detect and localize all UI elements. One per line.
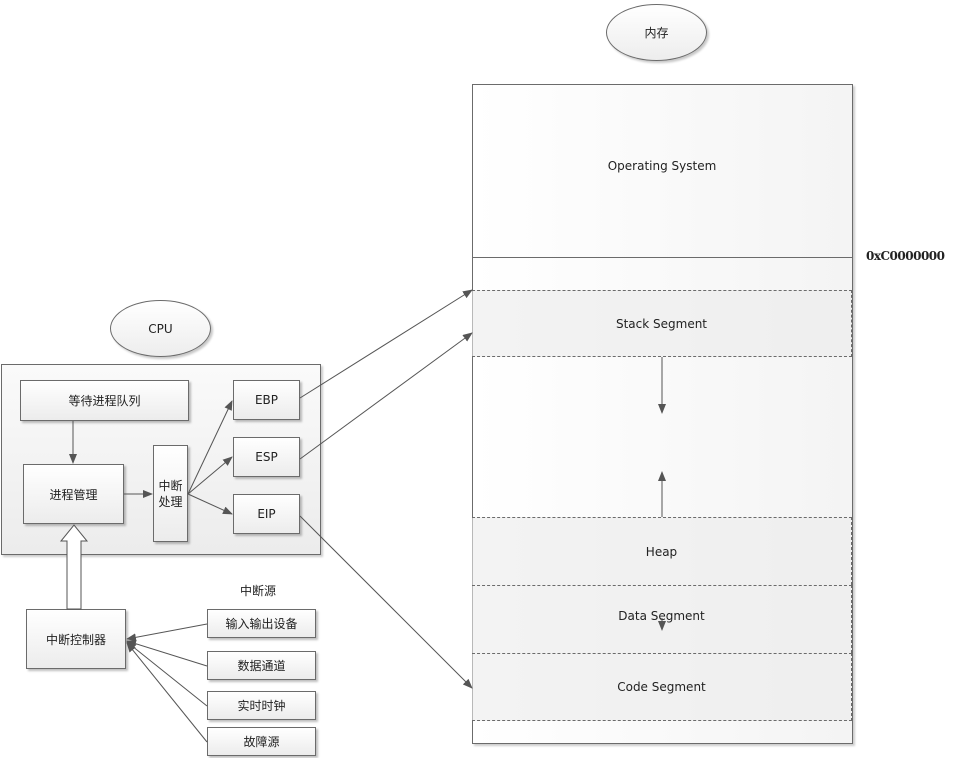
stack-segment: Stack Segment bbox=[472, 290, 852, 357]
handler-to-eip-arrow bbox=[187, 493, 233, 515]
ebp-to-stack-arrow bbox=[299, 289, 473, 399]
interrupt-handler-box: 中断处理 bbox=[153, 445, 188, 542]
cpu-title-label: CPU bbox=[148, 321, 173, 336]
channel-to-controller-arrow bbox=[126, 639, 208, 667]
eip-register: EIP bbox=[233, 494, 300, 534]
io-to-controller-arrow bbox=[126, 623, 208, 642]
kernel-boundary-address: 0xC0000000 bbox=[866, 249, 945, 263]
code-segment-label: Code Segment bbox=[617, 680, 706, 694]
clock-to-controller-arrow bbox=[126, 641, 208, 707]
interrupt-source-fault: 故障源 bbox=[207, 727, 316, 756]
esp-register-label: ESP bbox=[255, 450, 278, 464]
eip-to-code-arrow bbox=[299, 515, 473, 689]
data-segment-label: Data Segment bbox=[618, 608, 705, 623]
interrupt-source-channel-label: 数据通道 bbox=[237, 659, 286, 673]
os-segment-label: Operating System bbox=[607, 159, 717, 173]
ebp-register-label: EBP bbox=[254, 393, 279, 407]
esp-register: ESP bbox=[233, 437, 300, 477]
controller-to-process-block-arrow bbox=[59, 524, 89, 610]
ebp-register: EBP bbox=[233, 380, 300, 420]
interrupt-source-clock: 实时时钟 bbox=[207, 691, 316, 720]
process-management-box: 进程管理 bbox=[23, 464, 124, 524]
process-management-label: 进程管理 bbox=[49, 487, 98, 502]
interrupt-sources-title: 中断源 bbox=[239, 584, 276, 598]
memory-title-label: 内存 bbox=[644, 26, 669, 40]
interrupt-controller-label: 中断控制器 bbox=[45, 632, 106, 647]
handler-to-esp-arrow bbox=[187, 456, 233, 495]
interrupt-source-clock-label: 实时时钟 bbox=[237, 699, 286, 713]
interrupt-source-io: 输入输出设备 bbox=[207, 609, 316, 638]
stack-segment-label: Stack Segment bbox=[615, 316, 708, 331]
memory-title: 内存 bbox=[606, 4, 707, 61]
cpu-title: CPU bbox=[110, 300, 211, 357]
code-segment: Code Segment bbox=[472, 653, 852, 721]
heap-segment: Heap bbox=[472, 517, 852, 585]
eip-register-label: EIP bbox=[257, 507, 276, 521]
process-queue-label: 等待进程队列 bbox=[68, 394, 141, 408]
interrupt-source-io-label: 输入输出设备 bbox=[225, 617, 298, 631]
process-queue-box: 等待进程队列 bbox=[20, 380, 189, 421]
interrupt-source-fault-label: 故障源 bbox=[243, 735, 280, 749]
interrupt-controller-box: 中断控制器 bbox=[26, 609, 126, 669]
fault-to-controller-arrow bbox=[126, 642, 208, 743]
os-segment: Operating System bbox=[472, 85, 852, 258]
interrupt-handler-label: 中断处理 bbox=[158, 478, 183, 509]
heap-segment-label: Heap bbox=[645, 544, 678, 559]
handler-to-ebp-arrow bbox=[187, 400, 233, 495]
esp-to-stack-arrow bbox=[299, 332, 473, 460]
interrupt-source-channel: 数据通道 bbox=[207, 651, 316, 680]
